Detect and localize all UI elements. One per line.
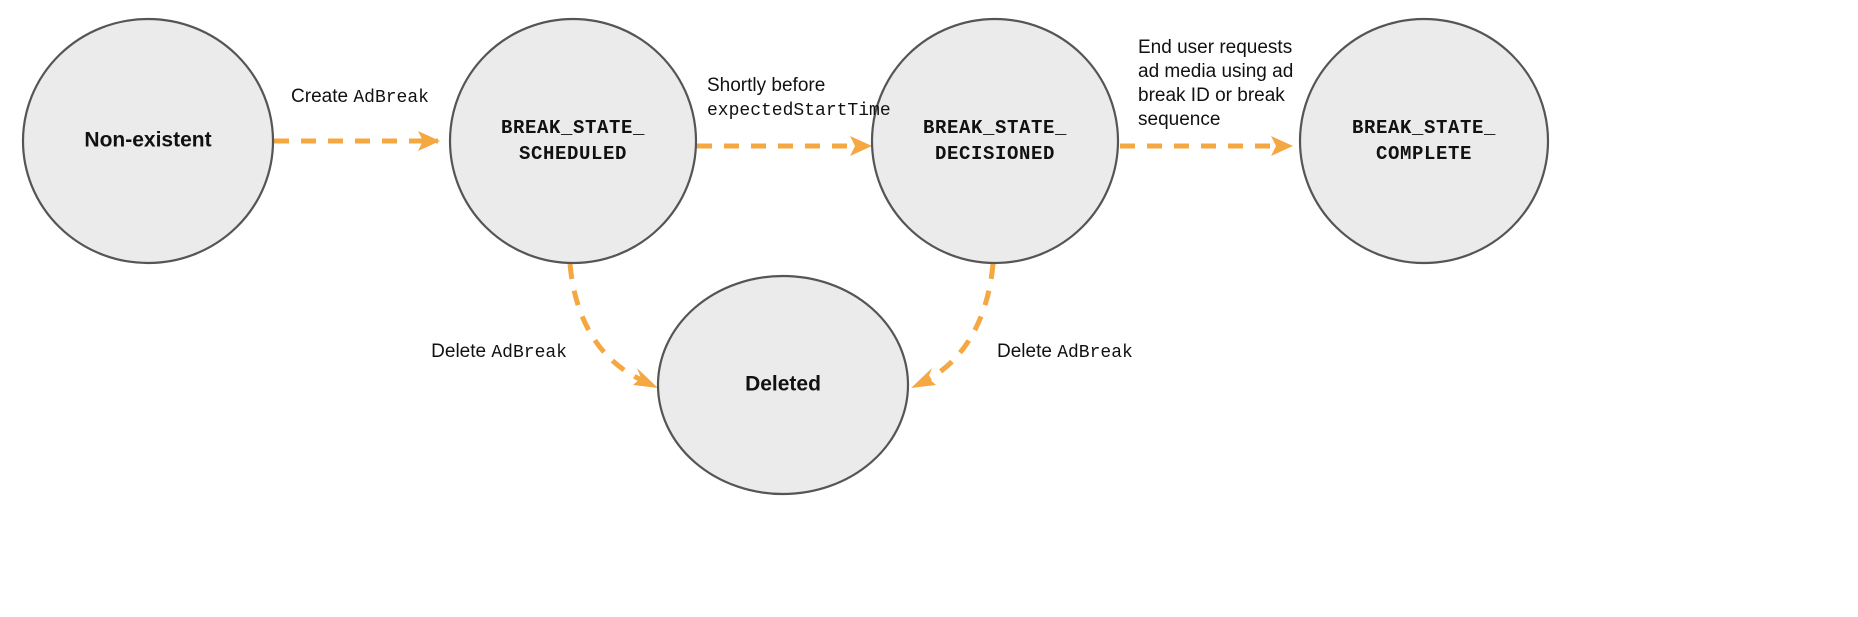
edge-label-part: ad media using ad: [1138, 61, 1293, 82]
edge-label-part: Shortly before: [707, 75, 825, 96]
arrowhead-icon: [911, 368, 936, 388]
edge-labels-layer: Create AdBreak Shortly before expectedStar…: [291, 37, 1293, 363]
edge-create-adbreak: [274, 131, 440, 151]
edge-label-part: AdBreak: [353, 88, 429, 108]
edge-label-line: Delete AdBreak: [997, 341, 1133, 363]
edge-line-delete-adbreak-from-scheduled: [567, 263, 645, 384]
edge-label-line: Create AdBreak: [291, 86, 429, 108]
node-label-break-state-scheduled: BREAK_STATE_: [501, 117, 645, 139]
edge-label-end-user-requests-ad-media: End user requests ad media using ad break …: [1138, 37, 1293, 130]
nodes-layer: Non-existentBREAK_STATE_SCHEDULEDBREAK_S…: [21, 17, 1550, 496]
node-shape-break-state-decisioned: [870, 17, 1120, 265]
node-shape-non-existent: [21, 17, 275, 265]
node-deleted[interactable]: Deleted: [656, 274, 910, 496]
edge-label-part: expectedStartTime: [707, 101, 891, 121]
edge-label-line: expectedStartTime: [707, 101, 891, 121]
edge-end-user-requests-ad-media: [1120, 136, 1293, 156]
node-label-break-state-complete: COMPLETE: [1376, 143, 1472, 165]
arrowhead-icon: [633, 368, 658, 388]
node-label-deleted: Deleted: [745, 373, 821, 396]
edge-label-part: Create: [291, 86, 353, 107]
edge-delete-adbreak-from-decisioned: [911, 263, 996, 388]
edge-label-part: break ID or break: [1138, 85, 1285, 106]
edge-label-line: Shortly before: [707, 75, 825, 96]
edge-label-line: End user requests: [1138, 37, 1292, 58]
edge-label-part: End user requests: [1138, 37, 1292, 58]
arrowhead-icon: [1271, 136, 1293, 156]
edges-layer: [274, 131, 1293, 388]
node-break-state-decisioned[interactable]: BREAK_STATE_ DECISIONED: [870, 17, 1120, 265]
edge-label-part: Delete: [431, 341, 491, 362]
edge-delete-adbreak-from-scheduled: [567, 263, 658, 388]
node-break-state-scheduled[interactable]: BREAK_STATE_ SCHEDULED: [448, 17, 698, 265]
arrowhead-icon: [418, 131, 440, 151]
edge-shortly-before-expected-start-time: [697, 136, 872, 156]
edge-label-part: sequence: [1138, 109, 1220, 130]
node-label-break-state-decisioned: BREAK_STATE_: [923, 117, 1067, 139]
node-shape-break-state-complete: [1298, 17, 1550, 265]
node-shape-break-state-scheduled: [448, 17, 698, 265]
edge-label-part: AdBreak: [491, 343, 567, 363]
arrowhead-icon: [850, 136, 872, 156]
edge-label-create-adbreak: Create AdBreak: [291, 86, 429, 108]
edge-label-line: ad media using ad: [1138, 61, 1293, 82]
node-break-state-complete[interactable]: BREAK_STATE_ COMPLETE: [1298, 17, 1550, 265]
node-non-existent[interactable]: Non-existent: [21, 17, 275, 265]
node-shape-deleted: [656, 274, 910, 496]
edge-label-line: sequence: [1138, 109, 1220, 130]
edge-label-part: AdBreak: [1057, 343, 1133, 363]
node-label-break-state-complete: BREAK_STATE_: [1352, 117, 1496, 139]
edge-label-shortly-before-expected-start-time: Shortly before expectedStartTime: [707, 75, 891, 121]
edge-label-delete-adbreak-from-scheduled: Delete AdBreak: [431, 341, 567, 363]
edge-label-delete-adbreak-from-decisioned: Delete AdBreak: [997, 341, 1133, 363]
edge-label-line: Delete AdBreak: [431, 341, 567, 363]
node-label-break-state-scheduled: SCHEDULED: [519, 143, 627, 165]
node-label-non-existent: Non-existent: [84, 129, 211, 152]
edge-label-part: Delete: [997, 341, 1057, 362]
node-label-break-state-decisioned: DECISIONED: [935, 143, 1055, 165]
edge-label-line: break ID or break: [1138, 85, 1285, 106]
edge-line-delete-adbreak-from-decisioned: [923, 263, 996, 384]
